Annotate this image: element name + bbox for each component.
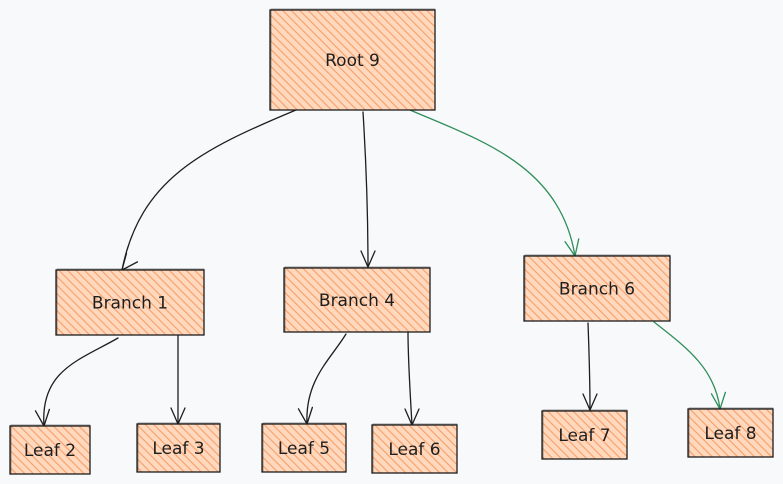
- node-label: Root 9: [325, 51, 380, 71]
- node-box-outline: [10, 424, 91, 475]
- node-box: [269, 9, 436, 111]
- edge-b1-l2: [43, 337, 119, 427]
- node-box-outline: [137, 422, 221, 473]
- edge-root-b4: [362, 111, 369, 268]
- edge-root-b6: [409, 109, 576, 257]
- node-b6[interactable]: Branch 6: [523, 254, 671, 322]
- node-box-outline: [262, 422, 347, 473]
- node-label: Leaf 8: [704, 424, 756, 444]
- node-box: [541, 410, 628, 460]
- node-box: [55, 269, 205, 336]
- node-label: Branch 1: [92, 294, 168, 314]
- node-box-outline: [270, 8, 436, 111]
- arrowhead-b1-l2: [34, 408, 51, 427]
- node-box: [371, 424, 458, 474]
- nodes-layer: Root 9 Branch 1 Branch 4 Branch 6 Leaf 2 Leaf…: [9, 8, 774, 475]
- node-box-outline: [56, 268, 205, 336]
- node-l7[interactable]: Leaf 7: [541, 409, 628, 460]
- node-box-outline: [372, 423, 458, 474]
- node-box-outline: [688, 407, 774, 458]
- edge-b6-l7: [587, 322, 591, 411]
- node-b1[interactable]: Branch 1: [55, 268, 205, 336]
- node-root[interactable]: Root 9: [269, 8, 436, 111]
- edge-b4-l5: [306, 333, 347, 425]
- node-box-outline: [542, 409, 628, 460]
- edge-b4-l6: [407, 331, 413, 426]
- edge-b6-l8: [653, 321, 721, 410]
- node-box: [523, 255, 671, 322]
- node-l8[interactable]: Leaf 8: [687, 407, 774, 458]
- node-label: Leaf 2: [24, 441, 76, 461]
- node-label: Leaf 6: [388, 440, 440, 460]
- node-b4[interactable]: Branch 4: [283, 266, 431, 333]
- node-l6[interactable]: Leaf 6: [371, 423, 458, 474]
- node-box-outline: [284, 266, 431, 333]
- node-label: Branch 4: [319, 291, 395, 311]
- node-label: Leaf 7: [558, 426, 610, 446]
- edge-root-b1: [121, 109, 297, 271]
- node-l5[interactable]: Leaf 5: [261, 422, 347, 473]
- node-label: Leaf 5: [278, 439, 330, 459]
- node-l2[interactable]: Leaf 2: [9, 424, 91, 475]
- node-label: Branch 6: [559, 280, 635, 300]
- arrowhead-root-b1: [121, 252, 139, 271]
- arrowhead-b4-l5: [297, 406, 314, 425]
- node-l3[interactable]: Leaf 3: [136, 422, 221, 473]
- node-box-outline: [524, 254, 671, 322]
- node-label: Leaf 3: [152, 439, 204, 459]
